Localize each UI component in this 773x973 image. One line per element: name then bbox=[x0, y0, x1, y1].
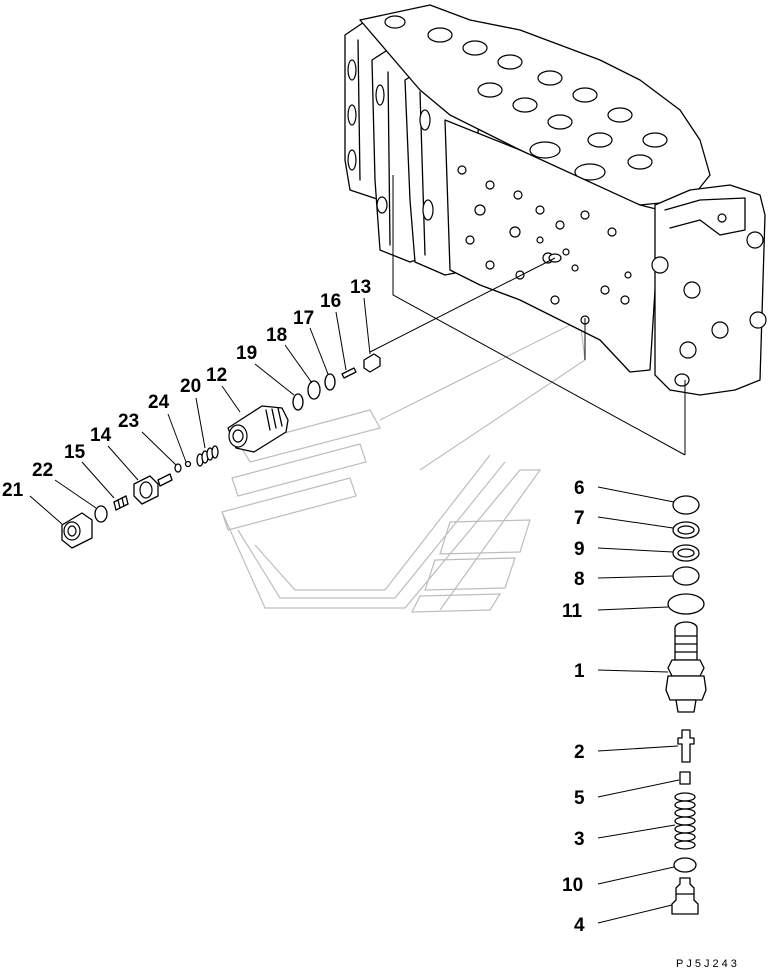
assembly-lines bbox=[369, 175, 686, 456]
part-16-poppet bbox=[341, 367, 357, 379]
part-1-valve bbox=[665, 621, 707, 713]
part-18-o-ring bbox=[307, 380, 321, 400]
part-13-seat bbox=[363, 353, 381, 373]
part-10-o-ring bbox=[673, 857, 697, 873]
callout-8: 8 bbox=[574, 569, 585, 590]
callout-17: 17 bbox=[293, 308, 314, 329]
callout-19: 19 bbox=[236, 343, 257, 364]
callout-11: 11 bbox=[562, 601, 583, 622]
part-3-spring bbox=[674, 792, 696, 850]
part-23-nut bbox=[174, 463, 182, 473]
callout-23: 23 bbox=[118, 411, 139, 432]
part-8-o-ring bbox=[672, 566, 700, 586]
part-6-o-ring bbox=[672, 495, 700, 515]
callout-9: 9 bbox=[574, 539, 585, 560]
left-valve-parts bbox=[61, 353, 381, 549]
control-valve-body bbox=[344, 4, 767, 396]
callout-14: 14 bbox=[90, 425, 112, 446]
callout-6: 6 bbox=[574, 478, 585, 499]
callout-5: 5 bbox=[574, 788, 585, 809]
callout-labels: 1 2 3 4 5 6 7 8 9 10 11 12 13 14 15 16 1… bbox=[2, 277, 585, 936]
callout-13: 13 bbox=[350, 277, 371, 298]
right-valve-parts bbox=[665, 495, 707, 915]
part-22-o-ring bbox=[94, 505, 108, 523]
part-24-ball bbox=[184, 460, 192, 468]
part-20-spring bbox=[196, 445, 219, 467]
part-21-plug bbox=[61, 512, 93, 549]
callout-4: 4 bbox=[574, 915, 585, 936]
callout-21: 21 bbox=[2, 480, 24, 501]
callout-3: 3 bbox=[574, 829, 585, 850]
part-4-plug bbox=[671, 877, 699, 915]
part-12-valve-body bbox=[227, 405, 289, 453]
part-19-o-ring bbox=[292, 393, 304, 411]
callout-2: 2 bbox=[574, 742, 585, 763]
callout-12: 12 bbox=[206, 365, 227, 386]
callout-15: 15 bbox=[64, 442, 86, 463]
callout-10: 10 bbox=[562, 875, 583, 896]
part-11-o-ring bbox=[667, 593, 705, 615]
watermark-logo bbox=[221, 319, 586, 613]
part-15-spring bbox=[113, 495, 129, 511]
callout-1: 1 bbox=[574, 661, 585, 682]
callout-leaders bbox=[29, 297, 680, 924]
callout-16: 16 bbox=[320, 291, 341, 312]
callout-22: 22 bbox=[32, 460, 53, 481]
part-9-backup-ring bbox=[672, 544, 700, 562]
part-17-ring bbox=[324, 373, 336, 391]
drawing-code: PJ5J243 bbox=[676, 958, 740, 970]
callout-18: 18 bbox=[266, 325, 287, 346]
callout-20: 20 bbox=[180, 376, 201, 397]
part-7-backup-ring bbox=[672, 521, 700, 539]
part-2-stem bbox=[677, 729, 695, 763]
callout-24: 24 bbox=[148, 392, 170, 413]
part-14-screw bbox=[133, 473, 173, 505]
callout-7: 7 bbox=[574, 508, 585, 529]
part-5-piston bbox=[679, 771, 691, 785]
